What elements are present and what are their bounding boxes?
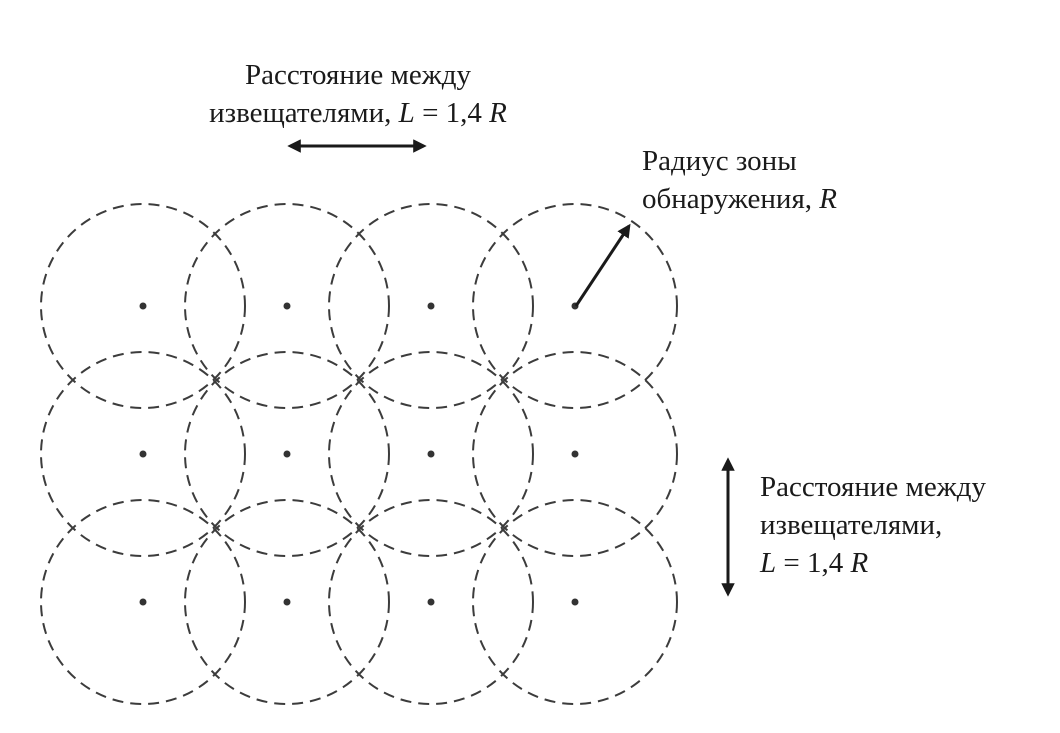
radius-var-r: R [819,183,838,215]
detector-dot [139,450,147,458]
detector-dot [139,598,147,606]
detection-zone-circle [184,203,390,409]
radius-arrow [574,223,631,307]
detection-zone-circle [472,351,678,557]
detection-zone-circle [328,203,534,409]
detector-points [139,302,579,606]
detection-zone-circle [184,351,390,557]
radius-line1: Радиус зоны [642,145,797,177]
detector-dot [283,598,291,606]
detector-dot [139,302,147,310]
detection-zones [40,203,678,705]
vertical-spacing-line2: извещателями, [760,509,943,541]
detector-dot [571,450,579,458]
radius-prefix: обнаружения, [642,183,820,215]
detection-zone-circle [40,203,246,409]
detection-zone-circle [328,351,534,557]
vertical-spacing-formula: = 1,4 [776,547,851,579]
vertical-spacing-var-l: L [760,547,777,579]
radius-line2: обнаружения, R [642,180,837,218]
horizontal-spacing-formula: = 1,4 [414,97,490,129]
detection-zone-circle [40,499,246,705]
vertical-spacing-line1: Расстояние между [760,471,986,503]
horizontal-spacing-var-r: R [489,97,507,129]
vertical-spacing-var-r: R [850,547,869,579]
vertical-spacing-label: Расстояние между извещателями, L = 1,4 R [760,468,986,582]
detector-dot [283,302,291,310]
horizontal-spacing-var-l: L [398,97,415,129]
detector-dot [427,302,435,310]
horizontal-spacing-prefix: извещателями, [209,97,399,129]
horizontal-spacing-label: Расстояние между извещателями, L = 1,4 R [178,56,538,132]
detection-zone-circle [184,499,390,705]
detection-zone-circle [40,351,246,557]
detector-dot [427,450,435,458]
radius-label: Радиус зоны обнаружения, R [642,142,837,218]
vertical-spacing-line3: L = 1,4 R [760,544,986,582]
detection-zone-circle [328,499,534,705]
detector-dot [571,598,579,606]
detection-zone-circle [472,203,678,409]
detector-dot [283,450,291,458]
detection-zone-circle [472,499,678,705]
detector-dot [427,598,435,606]
horizontal-spacing-line2: извещателями, L = 1,4 R [178,94,538,132]
horizontal-spacing-line1: Расстояние между [245,59,471,91]
